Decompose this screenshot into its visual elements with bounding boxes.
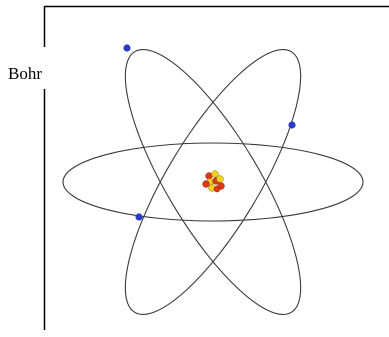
- orbit-tilted-right: [124, 49, 302, 315]
- nucleon-neutron: [211, 170, 219, 178]
- electron-top-left: [123, 44, 131, 52]
- nucleon-neutron: [216, 175, 224, 183]
- nucleon-proton: [202, 180, 210, 188]
- figure-label: Bohr: [6, 64, 44, 84]
- nucleon-proton: [213, 185, 221, 193]
- orbit-horizontal: [62, 142, 364, 222]
- nucleus: [202, 170, 225, 193]
- orbit-tilted-left: [124, 49, 302, 315]
- electron-right: [288, 121, 296, 129]
- electron-bottom-left: [135, 213, 143, 221]
